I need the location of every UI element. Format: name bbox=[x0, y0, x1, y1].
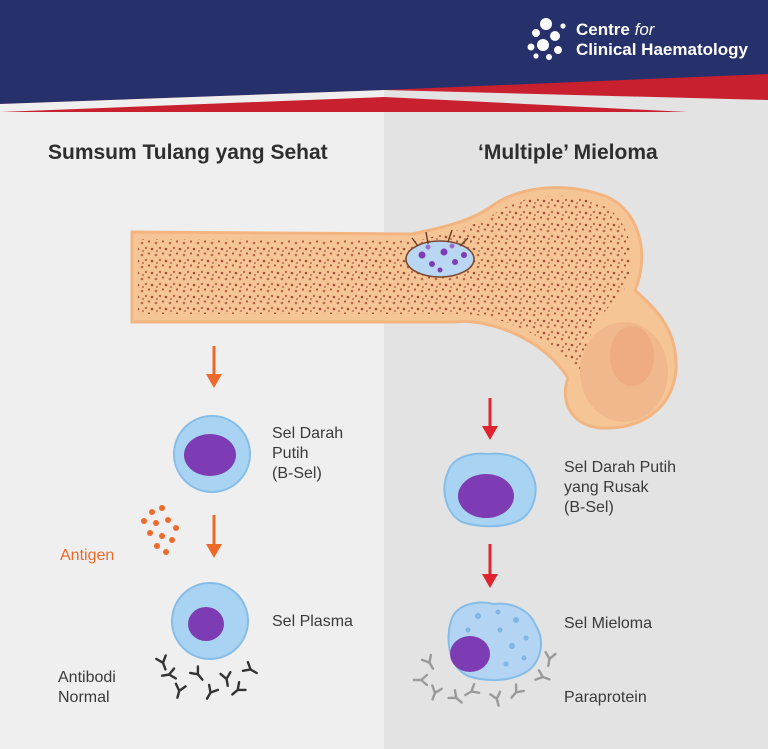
paraprotein-label: Paraprotein bbox=[564, 689, 647, 706]
myeloma-cell bbox=[447, 601, 542, 682]
header-divider bbox=[0, 90, 384, 112]
antigen-label: Antigen bbox=[60, 547, 115, 564]
left-arrow-1 bbox=[206, 346, 222, 388]
brand-line-2: Clinical Haematology bbox=[576, 40, 748, 59]
femur-bone bbox=[130, 186, 678, 430]
right-arrow-1 bbox=[482, 398, 498, 440]
healthy-b-cell bbox=[173, 415, 251, 493]
normal-antibody-label: Antibodi Normal bbox=[58, 669, 116, 706]
right-panel-title: ‘Multiple’ Mieloma bbox=[478, 141, 658, 164]
left-arrow-2 bbox=[206, 515, 222, 558]
healthy-b-cell-label: Sel Darah Putih (B-Sel) bbox=[272, 425, 344, 482]
brand-line-1: Centre for bbox=[576, 20, 655, 39]
tumor-lesion bbox=[405, 229, 475, 278]
plasma-cell bbox=[171, 582, 249, 660]
right-arrow-2 bbox=[482, 544, 498, 588]
myeloma-cell-label: Sel Mieloma bbox=[564, 615, 653, 632]
damaged-b-cell-label: Sel Darah Putih yang Rusak (B-Sel) bbox=[564, 459, 677, 516]
header-navy-band bbox=[0, 0, 768, 104]
damaged-b-cell bbox=[443, 452, 537, 528]
header-divider-right bbox=[384, 90, 768, 116]
antigen-dots bbox=[141, 505, 179, 555]
left-panel-title: Sumsum Tulang yang Sehat bbox=[48, 141, 328, 164]
dots-cluster-icon bbox=[527, 18, 566, 60]
plasma-cell-label: Sel Plasma bbox=[272, 613, 353, 630]
